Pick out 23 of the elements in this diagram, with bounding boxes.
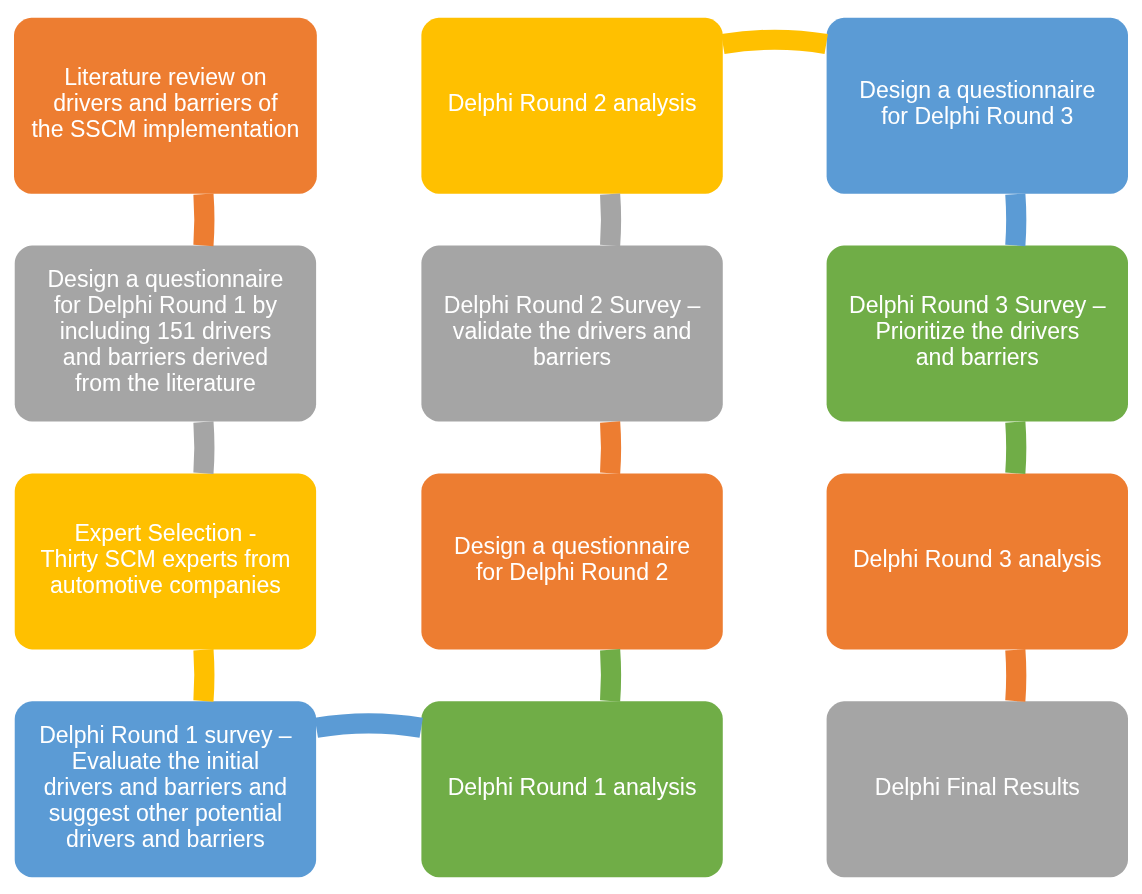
node-box: Delphi Round 3 analysis	[826, 472, 1128, 649]
connector	[314, 712, 423, 738]
connector	[1005, 420, 1027, 474]
node-box: Delphi Round 1 analysis	[421, 700, 723, 877]
node-box: Design a questionnaire for Delphi Round 1 by including 151 drivers and barriers derived from the literature	[14, 245, 317, 422]
connector	[600, 192, 622, 246]
node-box: Delphi Round 3 Survey – Prioritize the drivers and barriers	[826, 245, 1128, 422]
connector	[1005, 193, 1027, 246]
node-box: Delphi Final Results	[826, 700, 1128, 877]
node-box: Delphi Round 1 survey – Evaluate the initial drivers and barriers and suggest other potential drivers and barriers	[14, 700, 317, 877]
connector	[193, 648, 215, 702]
node-box: Literature review on drivers and barriers of the SSCM implementation	[14, 17, 317, 194]
node-box: Design a questionnaire for Delphi Round 3	[826, 17, 1128, 194]
node-box: Expert Selection - Thirty SCM experts from automotive companies	[14, 472, 317, 649]
connector	[600, 420, 622, 474]
connector	[193, 192, 215, 246]
connector	[1005, 648, 1027, 702]
connector	[193, 420, 215, 474]
node-box: Delphi Round 2 analysis	[421, 17, 723, 194]
node-box: Design a questionnaire for Delphi Round 2	[421, 472, 723, 649]
connector	[721, 29, 828, 54]
node-box: Delphi Round 2 Survey – validate the drivers and barriers	[421, 245, 723, 422]
connector	[600, 648, 622, 702]
